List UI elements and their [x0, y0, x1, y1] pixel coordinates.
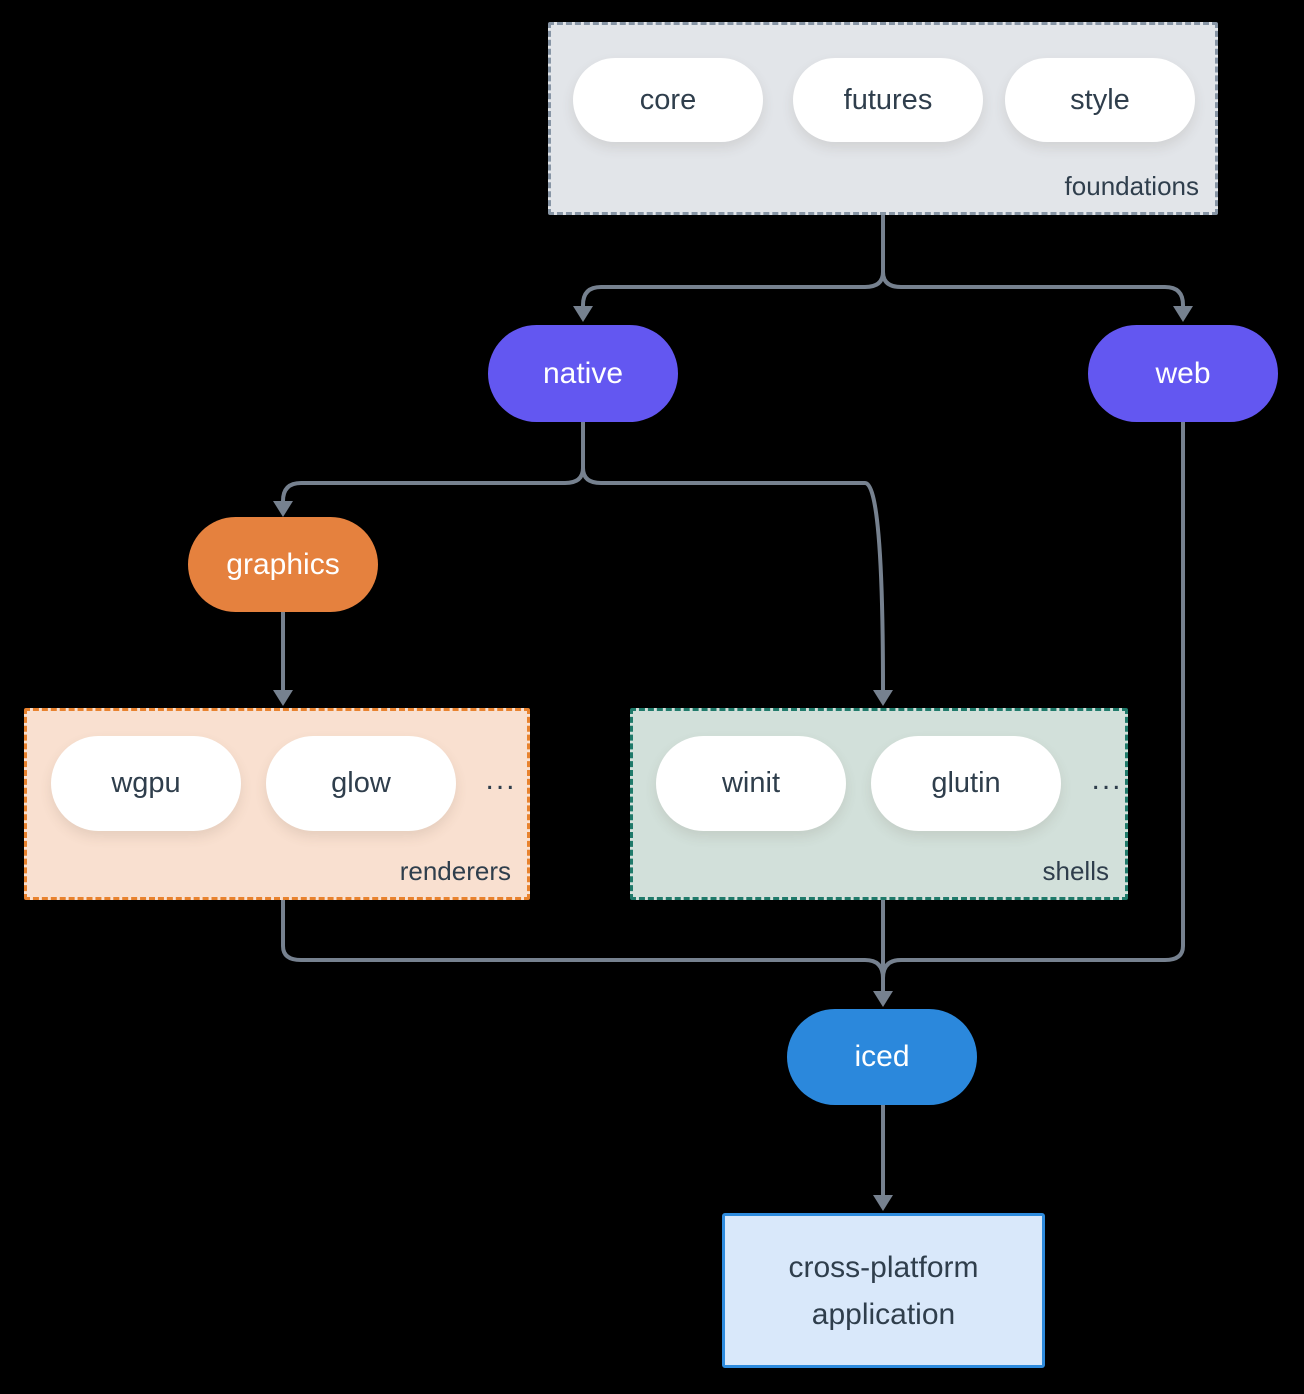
node-winit: winit — [656, 736, 846, 831]
group-foundations-label: foundations — [1064, 171, 1199, 201]
group-shells-label: shells — [1042, 856, 1109, 886]
group-foundations: core futures style foundations — [548, 22, 1218, 215]
edge-native-graphics — [281, 467, 585, 502]
node-iced: iced — [787, 1009, 977, 1105]
edge-native-shells — [581, 467, 885, 691]
arrowhead-web — [1173, 306, 1193, 322]
edge-renderers-merge — [281, 900, 885, 979]
group-renderers: wgpu glow ... renderers — [24, 708, 530, 900]
group-renderers-label: renderers — [399, 856, 511, 886]
arrowhead-native — [573, 306, 593, 322]
node-glow: glow — [266, 736, 456, 831]
arrowhead-application — [873, 1195, 893, 1211]
group-shells: winit glutin ... shells — [630, 708, 1128, 900]
arrowhead-renderers — [273, 690, 293, 706]
node-cross-platform-application: cross-platform application — [722, 1213, 1045, 1368]
node-web: web — [1088, 325, 1278, 422]
edge-foundations-web — [881, 271, 1185, 306]
renderers-ellipsis: ... — [485, 763, 517, 796]
node-futures: futures — [793, 58, 983, 142]
node-graphics: graphics — [188, 517, 378, 612]
node-wgpu: wgpu — [51, 736, 241, 831]
arrowhead-graphics — [273, 501, 293, 517]
shells-ellipsis: ... — [1091, 763, 1123, 796]
edge-foundations-native — [581, 271, 885, 306]
arrowhead-iced — [873, 991, 893, 1007]
arrowhead-shells — [873, 690, 893, 706]
node-native: native — [488, 325, 678, 422]
node-style: style — [1005, 58, 1195, 142]
node-glutin: glutin — [871, 736, 1061, 831]
node-core: core — [573, 58, 763, 142]
